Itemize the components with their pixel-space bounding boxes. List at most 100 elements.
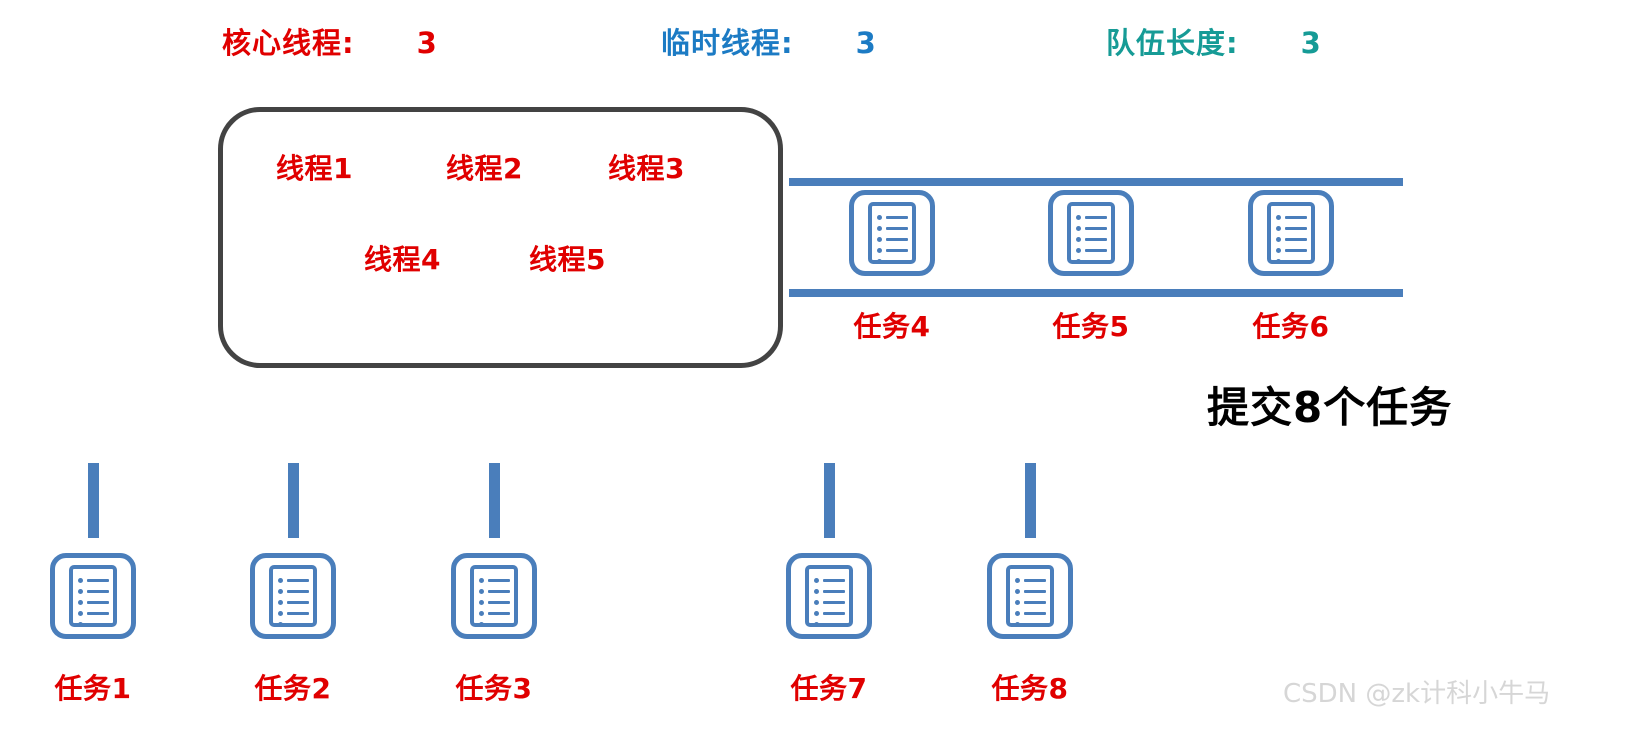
doc-text-line — [823, 589, 845, 593]
doc-text-line — [87, 611, 109, 615]
submitted-task-icon-2 — [250, 553, 336, 639]
doc-line-row — [78, 619, 113, 629]
task-list-document-icon — [470, 565, 518, 627]
doc-text-line — [823, 611, 845, 615]
doc-line-row — [278, 586, 313, 596]
doc-line-row — [1076, 223, 1111, 233]
doc-bullet-dot — [1076, 225, 1081, 231]
queue-task-icon-2 — [1048, 190, 1134, 276]
queue-task-label-3: 任务6 — [1252, 310, 1330, 343]
queue-length-label: 队伍长度: — [1106, 26, 1239, 60]
doc-bullet-dot — [814, 588, 819, 594]
task-stem-7 — [824, 463, 835, 538]
thread-label-5: 线程5 — [529, 243, 606, 276]
doc-bullet-dot — [278, 588, 283, 594]
doc-text-line — [287, 622, 309, 626]
thread-label-3: 线程3 — [608, 152, 685, 185]
submit-tasks-note: 提交8个任务 — [1207, 383, 1453, 432]
task-list-document-icon — [1267, 202, 1315, 264]
thread-label-4: 线程4 — [364, 243, 441, 276]
doc-text-line — [886, 215, 908, 219]
doc-text-line — [87, 578, 109, 582]
doc-text-line — [1085, 259, 1107, 263]
doc-line-row — [78, 586, 113, 596]
doc-text-line — [1285, 237, 1307, 241]
doc-line-row — [278, 619, 313, 629]
doc-text-line — [488, 589, 510, 593]
submitted-task-label-7: 任务7 — [790, 672, 868, 705]
doc-text-line — [823, 600, 845, 604]
doc-line-row — [479, 586, 514, 596]
submitted-task-label-3: 任务3 — [455, 672, 533, 705]
doc-bullet-dot — [278, 621, 283, 627]
doc-bullet-dot — [1076, 258, 1081, 264]
doc-text-line — [488, 622, 510, 626]
doc-text-line — [488, 600, 510, 604]
task-stem-1 — [88, 463, 99, 538]
doc-bullet-dot — [1015, 610, 1020, 616]
doc-line-row — [278, 608, 313, 618]
core-threads-value: 3 — [416, 26, 438, 60]
doc-text-line — [287, 589, 309, 593]
doc-bullet-dot — [877, 258, 882, 264]
task-list-document-icon — [805, 565, 853, 627]
doc-bullet-dot — [479, 621, 484, 627]
thread-label-2: 线程2 — [446, 152, 523, 185]
doc-text-line — [1024, 589, 1046, 593]
doc-text-line — [287, 600, 309, 604]
doc-line-row — [1015, 608, 1050, 618]
doc-text-line — [1085, 215, 1107, 219]
thread-pool-box: 线程1 线程2 线程3 线程4 线程5 — [218, 107, 783, 368]
doc-bullet-dot — [78, 599, 83, 605]
doc-line-row — [1015, 586, 1050, 596]
doc-text-line — [886, 226, 908, 230]
doc-line-row — [877, 234, 912, 244]
doc-bullet-dot — [78, 588, 83, 594]
doc-text-line — [1024, 622, 1046, 626]
doc-line-row — [1276, 212, 1311, 222]
doc-line-row — [1076, 245, 1111, 255]
doc-text-line — [1024, 600, 1046, 604]
doc-bullet-dot — [1276, 258, 1281, 264]
doc-bullet-dot — [278, 610, 283, 616]
doc-bullet-dot — [1015, 621, 1020, 627]
doc-line-row — [1015, 619, 1050, 629]
doc-line-row — [877, 256, 912, 266]
doc-text-line — [1085, 226, 1107, 230]
doc-bullet-dot — [479, 577, 484, 583]
doc-bullet-dot — [814, 621, 819, 627]
doc-line-row — [814, 608, 849, 618]
doc-line-row — [78, 597, 113, 607]
doc-line-row — [1276, 256, 1311, 266]
doc-line-row — [479, 608, 514, 618]
doc-bullet-dot — [78, 621, 83, 627]
queue-task-icon-3 — [1248, 190, 1334, 276]
doc-line-row — [78, 608, 113, 618]
task-list-document-icon — [1006, 565, 1054, 627]
doc-text-line — [823, 622, 845, 626]
doc-bullet-dot — [1015, 577, 1020, 583]
doc-text-line — [488, 611, 510, 615]
doc-bullet-dot — [278, 577, 283, 583]
submitted-task-label-8: 任务8 — [991, 672, 1069, 705]
core-threads-label: 核心线程: — [222, 26, 355, 60]
doc-text-line — [1024, 578, 1046, 582]
doc-text-line — [488, 578, 510, 582]
submitted-task-icon-7 — [786, 553, 872, 639]
csdn-watermark: CSDN @zk计科小牛马 — [1283, 679, 1551, 709]
doc-text-line — [886, 259, 908, 263]
doc-line-row — [278, 575, 313, 585]
queue-length-value: 3 — [1300, 26, 1322, 60]
doc-line-row — [877, 245, 912, 255]
queue-task-icon-1 — [849, 190, 935, 276]
doc-text-line — [87, 622, 109, 626]
doc-line-row — [814, 586, 849, 596]
submitted-task-icon-1 — [50, 553, 136, 639]
doc-bullet-dot — [814, 577, 819, 583]
queue-rail-top — [789, 178, 1403, 186]
doc-bullet-dot — [1015, 599, 1020, 605]
doc-bullet-dot — [479, 599, 484, 605]
temporary-threads-value: 3 — [855, 26, 877, 60]
doc-bullet-dot — [1076, 214, 1081, 220]
